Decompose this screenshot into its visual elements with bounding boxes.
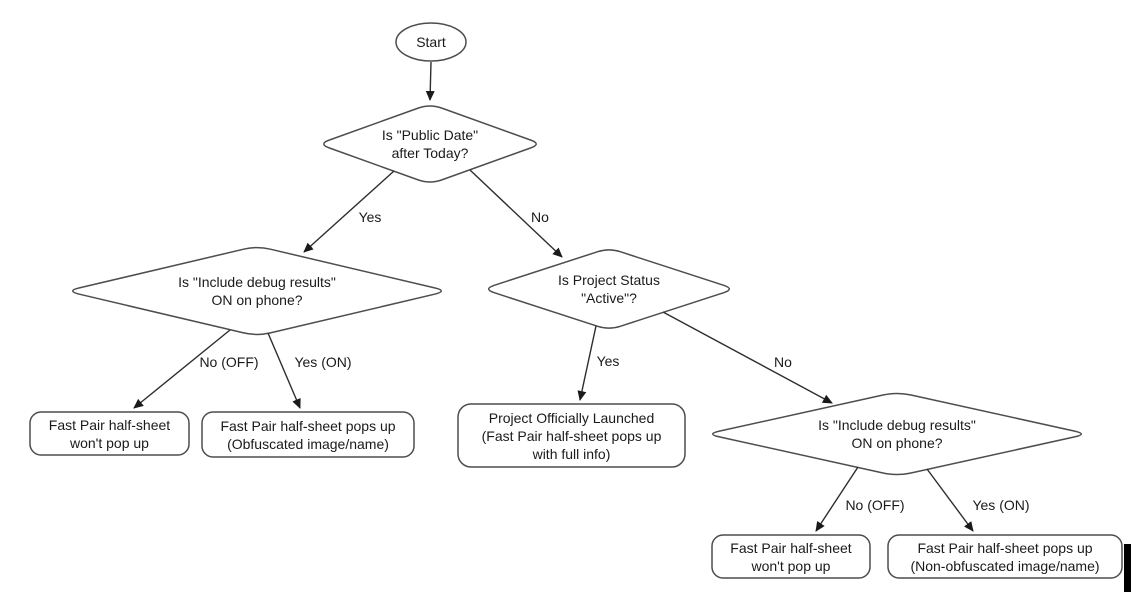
result-non-obfuscated-popup-shape bbox=[887, 534, 1123, 579]
edge-debug2-no-off bbox=[815, 466, 859, 532]
decision-debug-results-2-label: Is "Include debug results" ON on phone? bbox=[818, 417, 976, 451]
edge-public-date-no bbox=[469, 169, 563, 258]
edge-project-status-no bbox=[662, 311, 833, 404]
decision-public-date-shape bbox=[323, 105, 537, 183]
edge-label-debug1-no-off: No (OFF) bbox=[199, 354, 259, 370]
edge-label-debug2-yes-on: Yes (ON) bbox=[972, 497, 1030, 513]
edge-public-date-yes bbox=[303, 170, 395, 253]
result-no-popup-1-label: Fast Pair half-sheet won't pop up bbox=[48, 416, 171, 451]
text-cursor bbox=[1124, 544, 1131, 592]
edge-label-debug2-no-off: No (OFF) bbox=[845, 497, 905, 513]
start-node-label: Start bbox=[416, 34, 446, 50]
decision-project-status-shape bbox=[487, 249, 731, 329]
result-non-obfuscated-popup-label: Fast Pair half-sheet pops up (Non-obfusc… bbox=[910, 539, 1100, 574]
edge-label-project-status-no: No bbox=[774, 354, 792, 370]
edge-debug2-yes-on bbox=[926, 468, 974, 532]
decision-project-status-label: Is Project Status "Active"? bbox=[558, 272, 660, 306]
edge-label-public-date-no: No bbox=[531, 209, 549, 225]
decision-debug-results-1-label: Is "Include debug results" ON on phone? bbox=[178, 274, 336, 308]
result-no-popup-2-shape bbox=[711, 534, 871, 579]
decision-public-date-label: Is "Public Date" after Today? bbox=[381, 127, 479, 161]
decision-project-status-left-sibling-shape bbox=[71, 246, 443, 336]
edge-label-project-status-yes: Yes bbox=[596, 353, 620, 369]
edge-debug1-yes-on bbox=[267, 332, 301, 409]
edge-label-debug1-yes-on: Yes (ON) bbox=[294, 354, 352, 370]
edge-debug1-no-off bbox=[133, 329, 231, 409]
edge-start-to-public-date bbox=[425, 61, 435, 101]
edge-project-status-yes bbox=[577, 325, 597, 401]
result-obfuscated-popup-shape bbox=[201, 411, 415, 458]
start-node-shape bbox=[395, 22, 467, 62]
result-no-popup-2-label: Fast Pair half-sheet won't pop up bbox=[730, 539, 852, 574]
result-launched-label: Project Officially Launched (Fast Pair h… bbox=[481, 409, 662, 462]
decision-debug-results-2-shape bbox=[711, 392, 1083, 476]
result-obfuscated-popup-label: Fast Pair half-sheet pops up (Obfuscated… bbox=[220, 417, 396, 452]
result-no-popup-1-shape bbox=[29, 411, 190, 456]
result-launched-shape bbox=[457, 403, 686, 468]
edge-label-public-date-yes: Yes bbox=[358, 209, 382, 225]
